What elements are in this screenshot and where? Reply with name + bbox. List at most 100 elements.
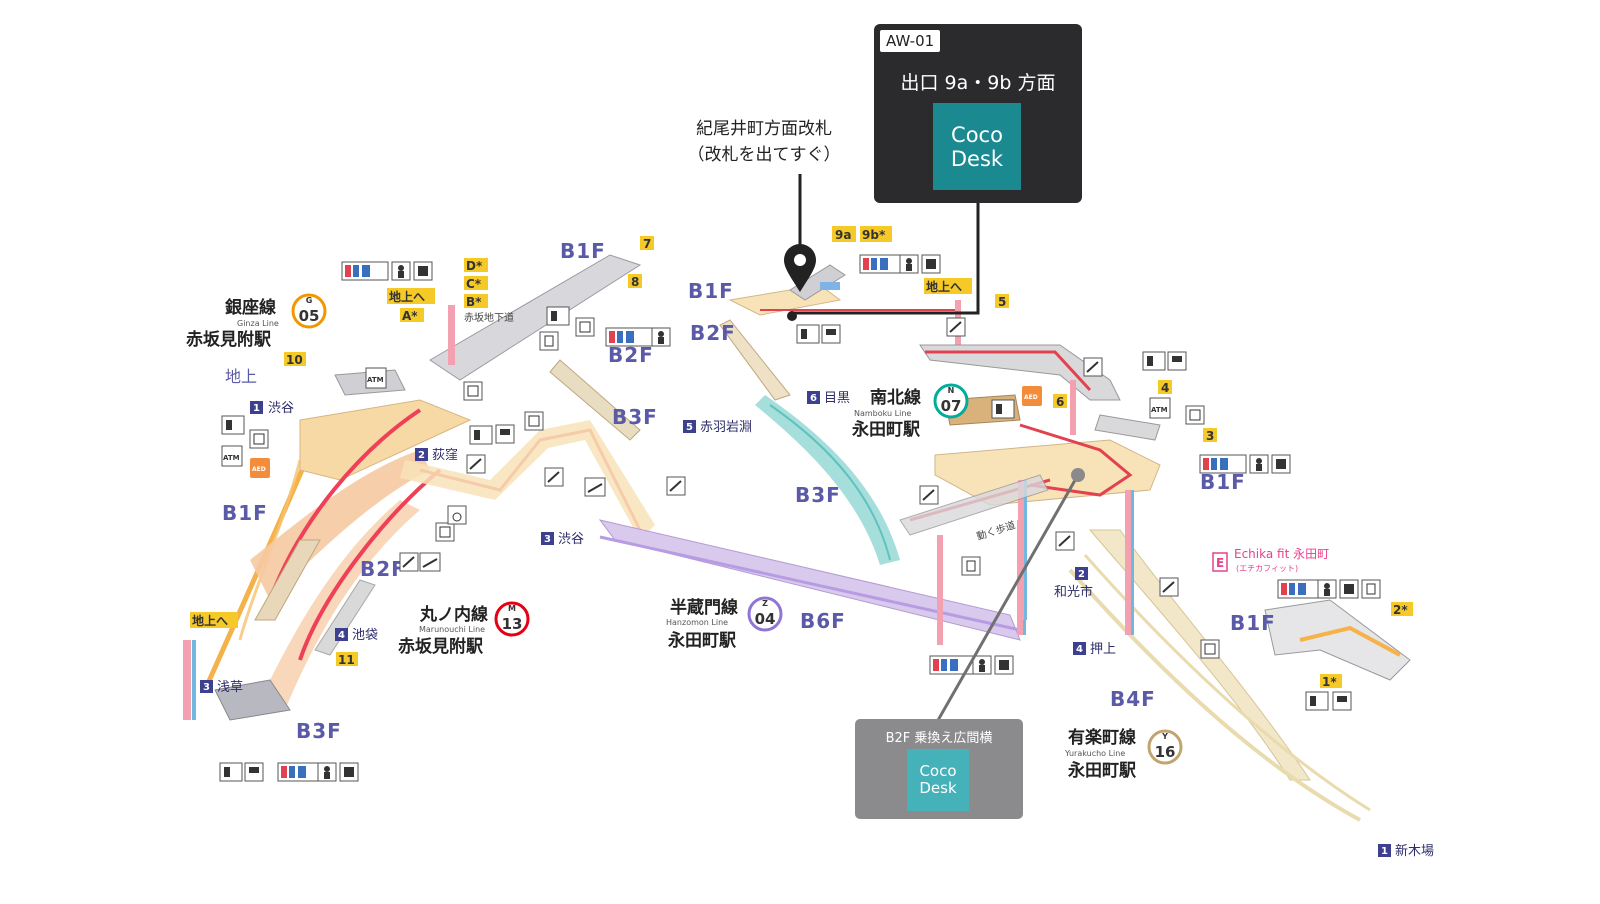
elevator-icon-3 <box>339 762 359 782</box>
to-ground-label-1: 地上へ <box>389 289 425 304</box>
escalator-icon-7 <box>544 467 564 487</box>
namboku-platform-inner <box>769 404 891 561</box>
baby-icon-2 <box>899 254 919 274</box>
exit-8: 8 <box>631 275 639 289</box>
direction-wakoshi: 和光市 <box>1054 584 1093 600</box>
hanzomon-line-en: Hanzomon Line <box>666 618 728 627</box>
atm-icon-2: ATM <box>221 445 243 467</box>
ginza-b3f-block <box>214 679 291 721</box>
hanzomon-badge <box>747 596 783 632</box>
exit-a-star: A* <box>402 309 418 323</box>
svg-text:3: 3 <box>544 534 551 545</box>
ticket-machine-icon <box>821 324 841 344</box>
right-pillar-5 <box>1024 480 1027 620</box>
callout-b2f: B2F 乗換え広間横 Coco Desk <box>855 719 1023 819</box>
exit-11: 11 <box>338 653 355 667</box>
coin-locker-icon-3 <box>1185 405 1205 425</box>
floor-label-b4f: B4F <box>1110 687 1156 711</box>
restroom-icon-2 <box>859 254 907 274</box>
svg-text:ATM: ATM <box>223 454 240 462</box>
direction-labels: 1 渋谷 2 荻窪 3 浅草 4 池袋 6 目黒 5 赤羽岩淵 3 渋谷 2 和… <box>200 391 1434 859</box>
elevator-icon-6 <box>1339 579 1359 599</box>
ginza-badge <box>291 293 327 329</box>
restroom-icon-6 <box>277 762 325 782</box>
station-label-ginza: 銀座線 Ginza Line 赤坂見附駅 G 05 <box>186 293 327 350</box>
exit-9b: 9b* <box>862 228 886 242</box>
cocodesk-logo-b2f-line2: Desk <box>919 779 957 797</box>
cocodesk-logo-line1: Coco <box>951 122 1003 147</box>
namboku-corridor-escalator <box>789 264 846 301</box>
station-label-hanzomon: 半蔵門線 Hanzomon Line 永田町駅 Z 04 <box>666 596 783 651</box>
marunouchi-station-name: 赤坂見附駅 <box>398 636 484 657</box>
yurakucho-line-name: 有楽町線 <box>1068 727 1136 748</box>
callout-b2f-title: B2F 乗換え広間横 <box>885 731 993 746</box>
svg-text:2: 2 <box>1078 569 1085 580</box>
direction-shinkiba: 新木場 <box>1395 843 1434 859</box>
hanzomon-track <box>599 535 1021 632</box>
exit-b-star: B* <box>466 295 482 309</box>
svg-text:1: 1 <box>253 403 260 414</box>
direction-shibuya-hanzomon: 渋谷 <box>558 532 584 547</box>
elevator-icon-4 <box>994 655 1014 675</box>
cocodesk-logo-b2f: Coco Desk <box>907 749 969 811</box>
exit-c-star: C* <box>466 277 482 291</box>
exit-4: 4 <box>1161 381 1169 395</box>
right-lower-block <box>1264 599 1411 681</box>
hanzomon-badge-num: 04 <box>755 610 776 628</box>
shop-icon-4 <box>1200 639 1220 659</box>
atm-icon-3: ATM <box>1149 397 1171 419</box>
shop-icon-3 <box>249 429 269 449</box>
leader-main <box>792 203 980 315</box>
direction-ogikubo: 荻窪 <box>432 447 458 463</box>
namboku-line-name: 南北線 <box>870 387 921 408</box>
leader-main-dot <box>787 311 797 321</box>
right-center-concourse <box>934 439 1161 506</box>
right-pillar-1 <box>1070 380 1076 435</box>
marunouchi-badge-num: 13 <box>502 615 523 633</box>
exit-pillar-center <box>448 305 455 365</box>
exit-3: 3 <box>1206 429 1214 443</box>
atm-icon: ATM <box>365 367 387 389</box>
hanzomon-badge-letter: Z <box>762 599 768 608</box>
hanzomon-line-name: 半蔵門線 <box>670 597 738 618</box>
moving-walkway-label: 動く歩道 <box>975 518 1017 543</box>
right-pillar-4 <box>1018 480 1024 620</box>
aed-icon-2: AED <box>1022 386 1042 406</box>
gate-callout: 紀尾井町方面改札 （改札を出てすぐ） <box>664 116 864 168</box>
svg-text:ATM: ATM <box>1151 406 1168 414</box>
escalator-icon-2 <box>946 317 966 337</box>
floor-label-b1f-center: B1F <box>560 239 606 263</box>
floor-label-b2f-center: B2F <box>608 343 654 367</box>
marunouchi-badge <box>494 601 530 637</box>
leader-b2f <box>935 474 1080 723</box>
restroom-icon-5 <box>1277 579 1325 599</box>
yurakucho-complex <box>899 344 1411 822</box>
aed-icon: AED <box>250 458 270 478</box>
ginza-escalator <box>314 579 376 656</box>
ginza-line-name: 銀座線 <box>225 297 276 318</box>
ginza-marunouchi-complex <box>183 254 655 721</box>
hanzomon-station-name: 永田町駅 <box>667 630 737 651</box>
shop-icon-2 <box>524 411 544 431</box>
restroom-icon-7 <box>929 655 977 675</box>
ginza-concourse-b1f <box>299 399 472 481</box>
ticket-machine-icon-2 <box>495 424 515 444</box>
yurakucho-badge <box>1147 729 1183 765</box>
floor-label-b2f-namboku: B2F <box>690 321 736 345</box>
marunouchi-line-en: Marunouchi Line <box>419 625 485 634</box>
right-red-path-top <box>925 350 1092 392</box>
baby-icon <box>391 261 411 281</box>
cocodesk-logo: Coco Desk <box>933 103 1021 190</box>
namboku-station-name: 永田町駅 <box>851 419 921 440</box>
ticket-machine-icon-3 <box>244 762 264 782</box>
direction-shibuya-ginza: 渋谷 <box>268 401 294 416</box>
cocodesk-logo-line2: Desk <box>950 146 1004 171</box>
hanzomon-platform <box>598 519 1021 641</box>
floor-label-b1f-right2: B1F <box>1230 611 1276 635</box>
escalator-icon-6 <box>466 454 486 474</box>
shop-icon <box>463 381 483 401</box>
elevator-icon-5 <box>1271 454 1291 474</box>
ginza-line-en: Ginza Line <box>237 319 279 328</box>
phone-icon-3 <box>1361 579 1381 599</box>
svg-text:E: E <box>1216 556 1224 570</box>
